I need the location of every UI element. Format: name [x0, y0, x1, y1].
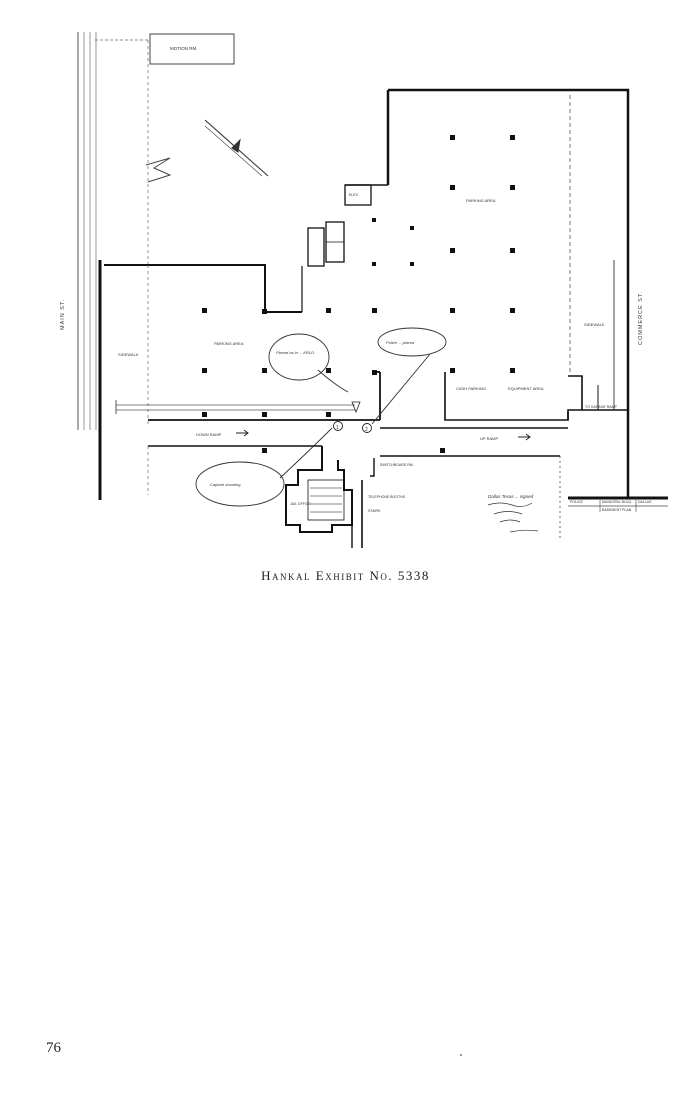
jail-office-structure — [285, 446, 375, 548]
basement-floor-plan: MOTION RM. — [60, 32, 668, 548]
motion-room: MOTION RM. — [95, 33, 235, 265]
legend-building: MUNICIPAL BLDG. — [602, 500, 632, 504]
north-arrow-icon — [204, 119, 269, 177]
stairs-label: STAIRS — [368, 509, 381, 513]
elevator-label: ELEV. — [349, 193, 359, 197]
position-markers: 1 2 — [333, 401, 372, 433]
legend-dallas: DALLAS — [638, 500, 652, 504]
parking-area-upper-label: PARKING AREA — [466, 198, 496, 203]
signature-scribble — [487, 502, 539, 533]
sidewalk-left-label: SIDEWALK — [118, 352, 139, 357]
cash-parking-label: CASH PARKING — [456, 386, 486, 391]
telephone-booths-label: TELEPHONE BOOTHS — [368, 495, 406, 499]
switchboard-room-label: SWITCHBOARD RM. — [380, 463, 414, 467]
break-line-icon — [145, 157, 172, 183]
signature-note: Dallas Texas ... signed — [488, 494, 534, 499]
sidewalk-right-label: SIDEWALK — [584, 322, 605, 327]
annotation-upper: Police ... placed — [386, 340, 415, 345]
legend-basement: BASEMENT PLAN — [602, 508, 632, 512]
building-outline — [104, 88, 668, 540]
page-number: 76 — [46, 1040, 61, 1056]
annotation-bubbles — [195, 327, 447, 507]
title-legend — [568, 498, 668, 512]
ramp-to-garage-label: TO GARAGE RAMP — [585, 405, 617, 409]
exhibit-caption: Hankal Exhibit No. 5338 — [261, 568, 430, 583]
annotation-lower: Capture shooting — [210, 482, 241, 487]
marker-2-label: 2 — [365, 427, 368, 433]
equipment-area-label: EQUIPMENT AREA — [508, 386, 544, 391]
main-street-label: MAIN ST. — [60, 299, 66, 330]
page-speck — [460, 1054, 462, 1056]
marker-1-label: 1 — [336, 425, 339, 431]
commerce-street-label: COMMERCE ST. — [638, 291, 644, 345]
down-ramp-arrow-icon — [236, 429, 249, 437]
legend-police: POLICE — [570, 500, 584, 504]
jail-office-label: JAIL OFFICE — [290, 502, 311, 506]
structural-columns — [202, 135, 515, 453]
down-ramp-label: DOWN RAMP — [196, 432, 222, 437]
annotation-middle: Placed as in ... KRLD — [276, 350, 314, 355]
up-ramp-label: UP RAMP — [480, 436, 498, 441]
up-ramp-arrow-icon — [518, 433, 531, 441]
motion-room-label: MOTION RM. — [170, 46, 198, 51]
main-street-lines — [77, 32, 102, 500]
parking-area-label: PARKING AREA — [214, 341, 244, 346]
